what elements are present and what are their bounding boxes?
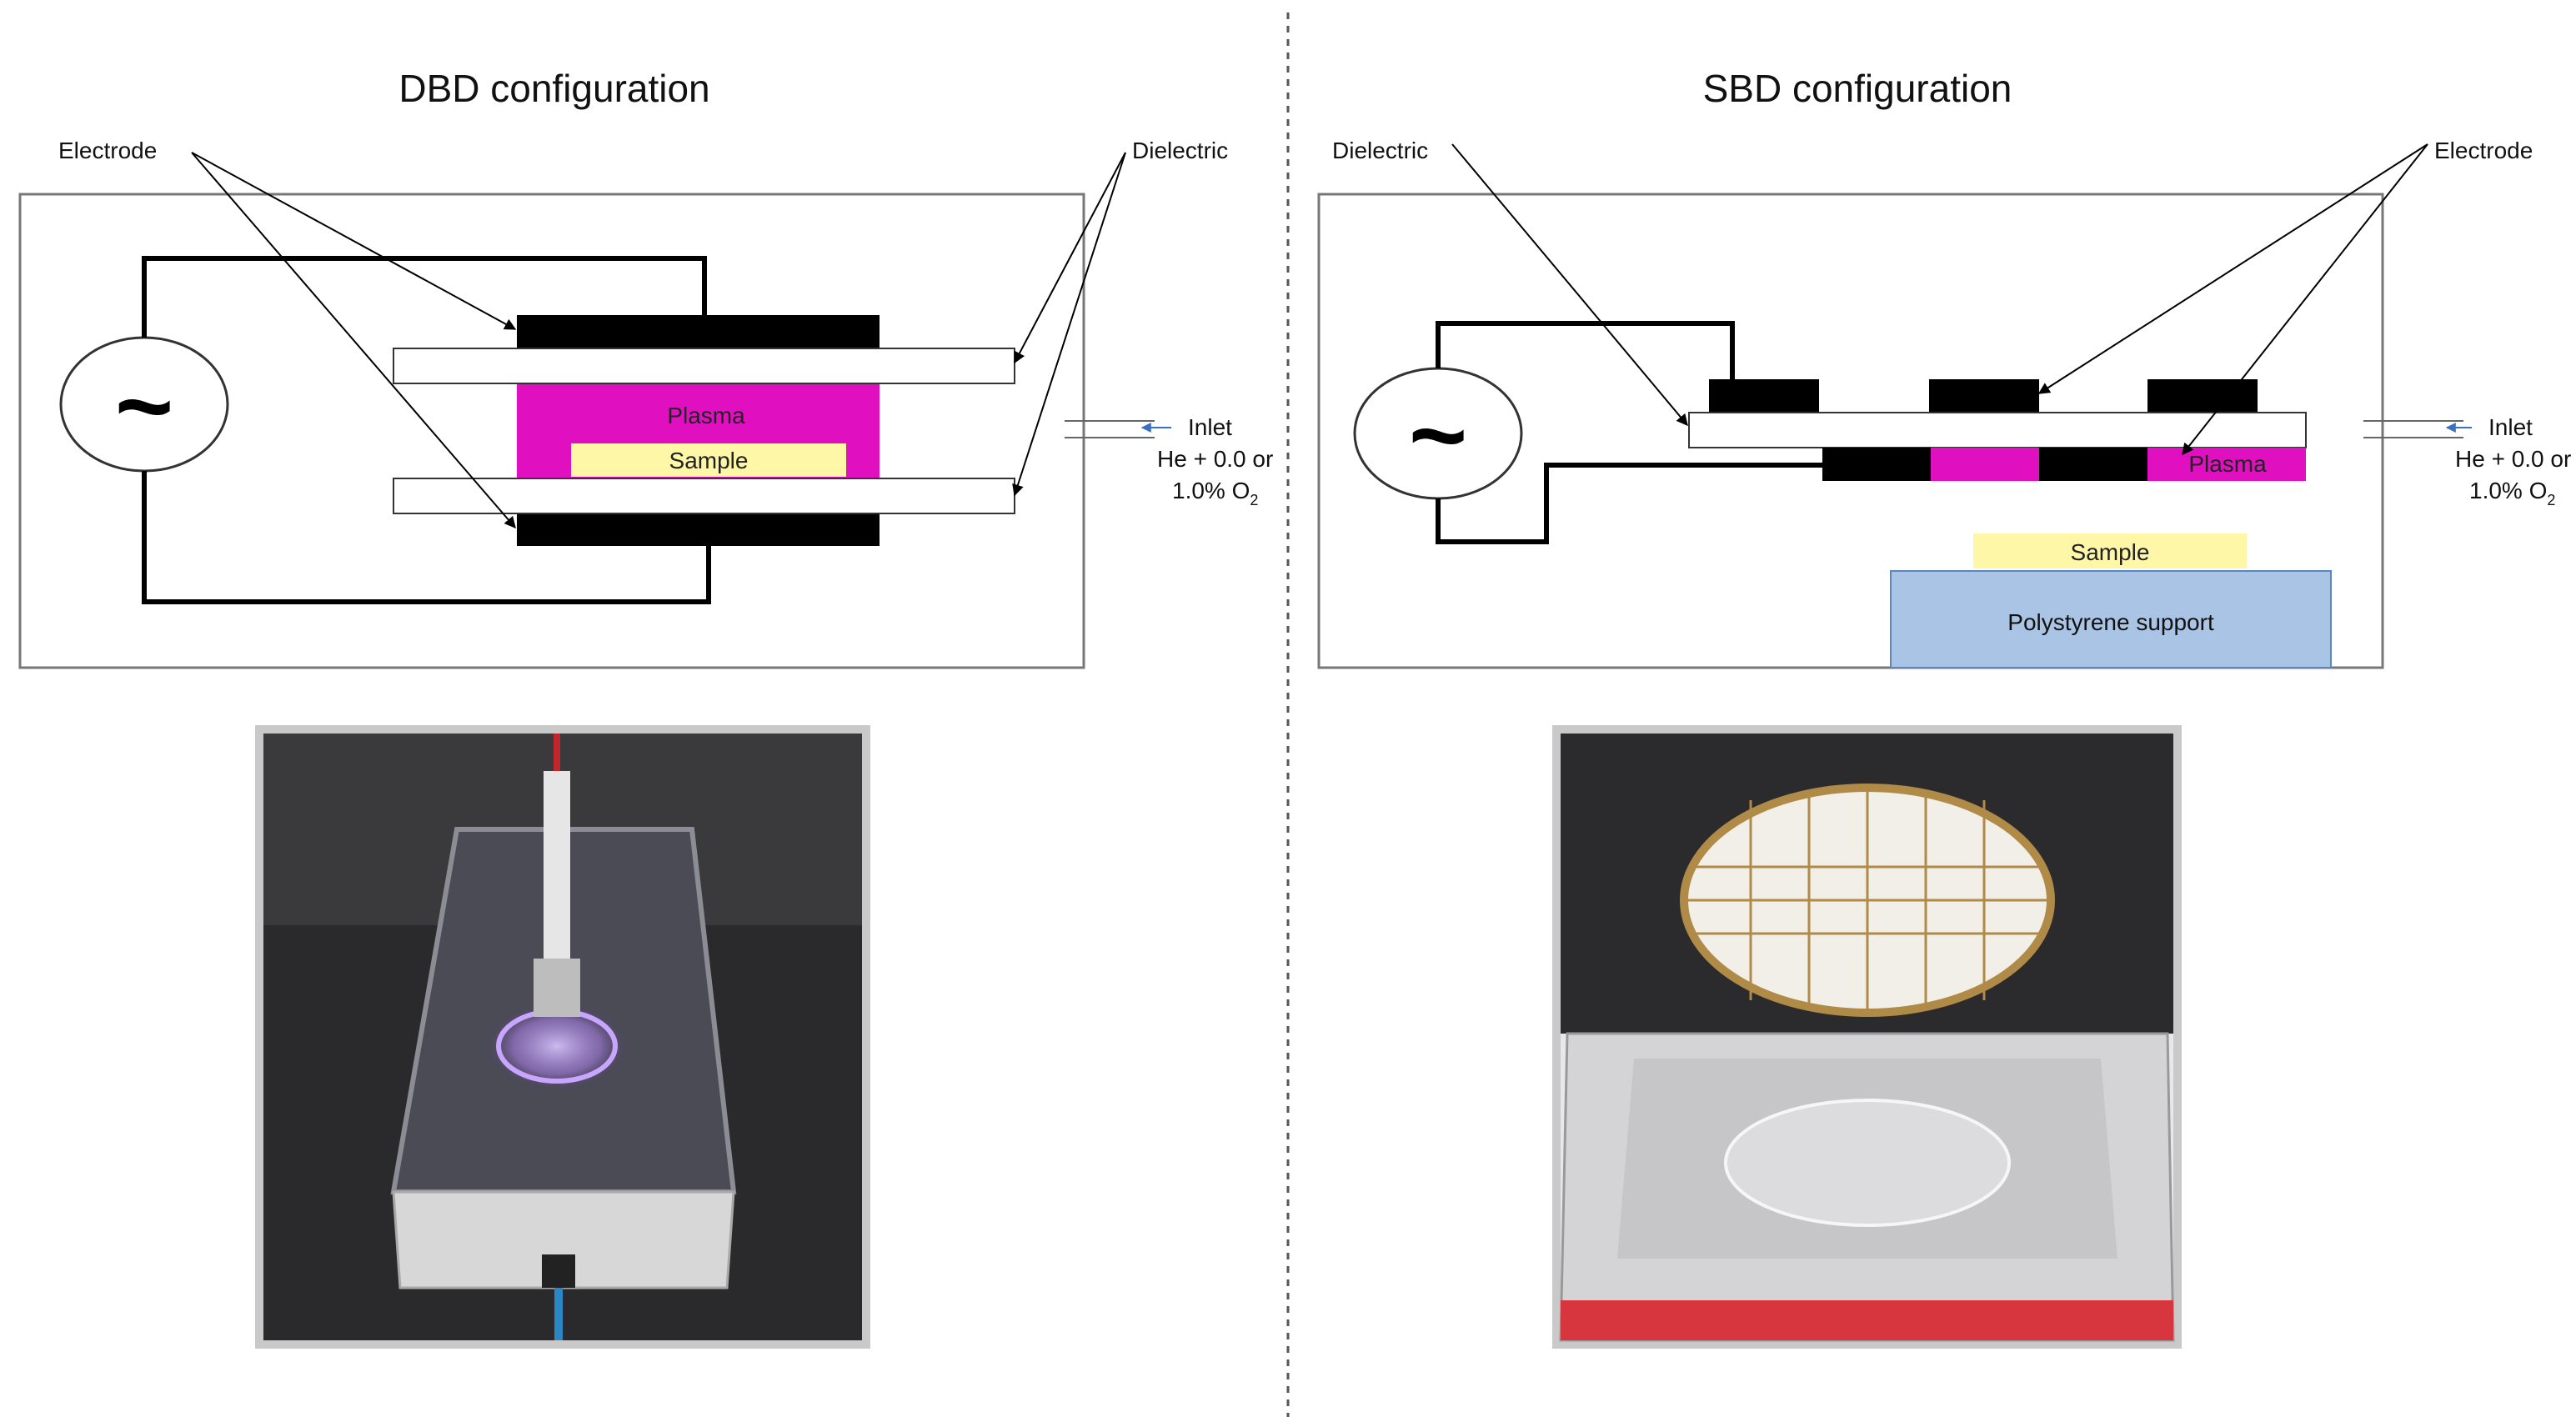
dbd-dielectric-bottom <box>393 478 1015 514</box>
sbd-electrode-top-3 <box>2148 379 2258 413</box>
sbd-electrode-top-2 <box>1929 379 2039 413</box>
sbd-wire-top <box>1436 321 1735 383</box>
dbd-wire-bottom <box>142 471 711 604</box>
sbd-photo-petri <box>1724 1099 2011 1227</box>
sbd-dielectric <box>1688 412 2307 448</box>
sbd-wire-bottom <box>1436 463 1822 544</box>
sbd-plasma-1 <box>1931 448 2039 481</box>
dbd-photo-gland <box>534 959 580 1017</box>
sbd-dielectric-label: Dielectric <box>1332 138 1428 163</box>
dbd-photo <box>255 725 870 1349</box>
dbd-panel: DBD configuration Electrode Dielectric ~… <box>18 67 1273 1349</box>
sbd-photo <box>1552 725 2182 1349</box>
dbd-electrode-arrow-2 <box>191 152 516 529</box>
dbd-title: DBD configuration <box>398 67 709 110</box>
dbd-sample-label: Sample <box>669 448 749 473</box>
dbd-electrode-top <box>517 315 880 348</box>
sbd-inlet-label: Inlet <box>2488 414 2533 440</box>
dbd-plasma-label: Plasma <box>667 403 745 428</box>
sbd-panel: SBD configuration Dielectric Electrode ~… <box>1317 67 2571 1349</box>
sbd-electrode-label: Electrode <box>2434 138 2533 163</box>
dbd-inlet-label: Inlet <box>1188 414 1232 440</box>
sbd-electrode-arrow-2 <box>2182 143 2428 456</box>
sbd-support <box>1890 570 2332 668</box>
dbd-dielectric-label: Dielectric <box>1132 138 1228 163</box>
sbd-electrode-top-1 <box>1709 379 1819 413</box>
sbd-photo-red-surface <box>1561 1300 2173 1340</box>
sbd-plasma-label: Plasma <box>2188 451 2267 477</box>
dbd-electrode-bottom <box>517 513 880 546</box>
dbd-gas-line2: 1.0% O2 <box>1172 478 1258 508</box>
sbd-support-label: Polystyrene support <box>2007 609 2214 635</box>
sbd-sample-label: Sample <box>2071 539 2150 565</box>
dbd-photo-box-base <box>392 1190 735 1289</box>
dbd-gas-line2-sub: 2 <box>1250 492 1258 508</box>
dbd-photo-electrode-rod <box>544 771 570 959</box>
sbd-gas-line2-main: 1.0% O <box>2469 478 2547 503</box>
dbd-dielectric-arrow-2 <box>1012 152 1126 497</box>
sbd-title: SBD configuration <box>1703 67 2012 110</box>
sbd-gas-line1: He + 0.0 or <box>2455 446 2571 472</box>
sbd-plasma-2 <box>2148 448 2306 481</box>
dbd-photo-plasma-glow <box>484 1000 630 1092</box>
sbd-bottom-electrode-1 <box>1822 448 1931 481</box>
sbd-gas-line2-sub: 2 <box>2547 492 2555 508</box>
sbd-dielectric-arrow <box>1451 143 1688 427</box>
dbd-electrode-arrow-1 <box>191 152 517 330</box>
sbd-photo-hex-grid <box>1688 788 2047 1013</box>
dbd-gas-line2-main: 1.0% O <box>1172 478 1250 503</box>
sbd-bottom-electrode-2 <box>2039 448 2148 481</box>
dbd-dielectric-arrow-1 <box>1014 152 1126 364</box>
dbd-ac-symbol: ~ <box>115 350 173 462</box>
dbd-wire-top <box>142 256 707 338</box>
sbd-sample <box>1973 533 2247 568</box>
dbd-gas-line1: He + 0.0 or <box>1157 446 1273 472</box>
dbd-photo-connector <box>542 1254 575 1288</box>
sbd-gas-line2: 1.0% O2 <box>2469 478 2555 508</box>
dbd-sample <box>571 443 846 477</box>
sbd-electrode-arrow-1 <box>2037 143 2428 394</box>
sbd-ac-symbol: ~ <box>1409 379 1467 491</box>
dbd-dielectric-top <box>393 348 1015 384</box>
dbd-electrode-label: Electrode <box>58 138 157 163</box>
